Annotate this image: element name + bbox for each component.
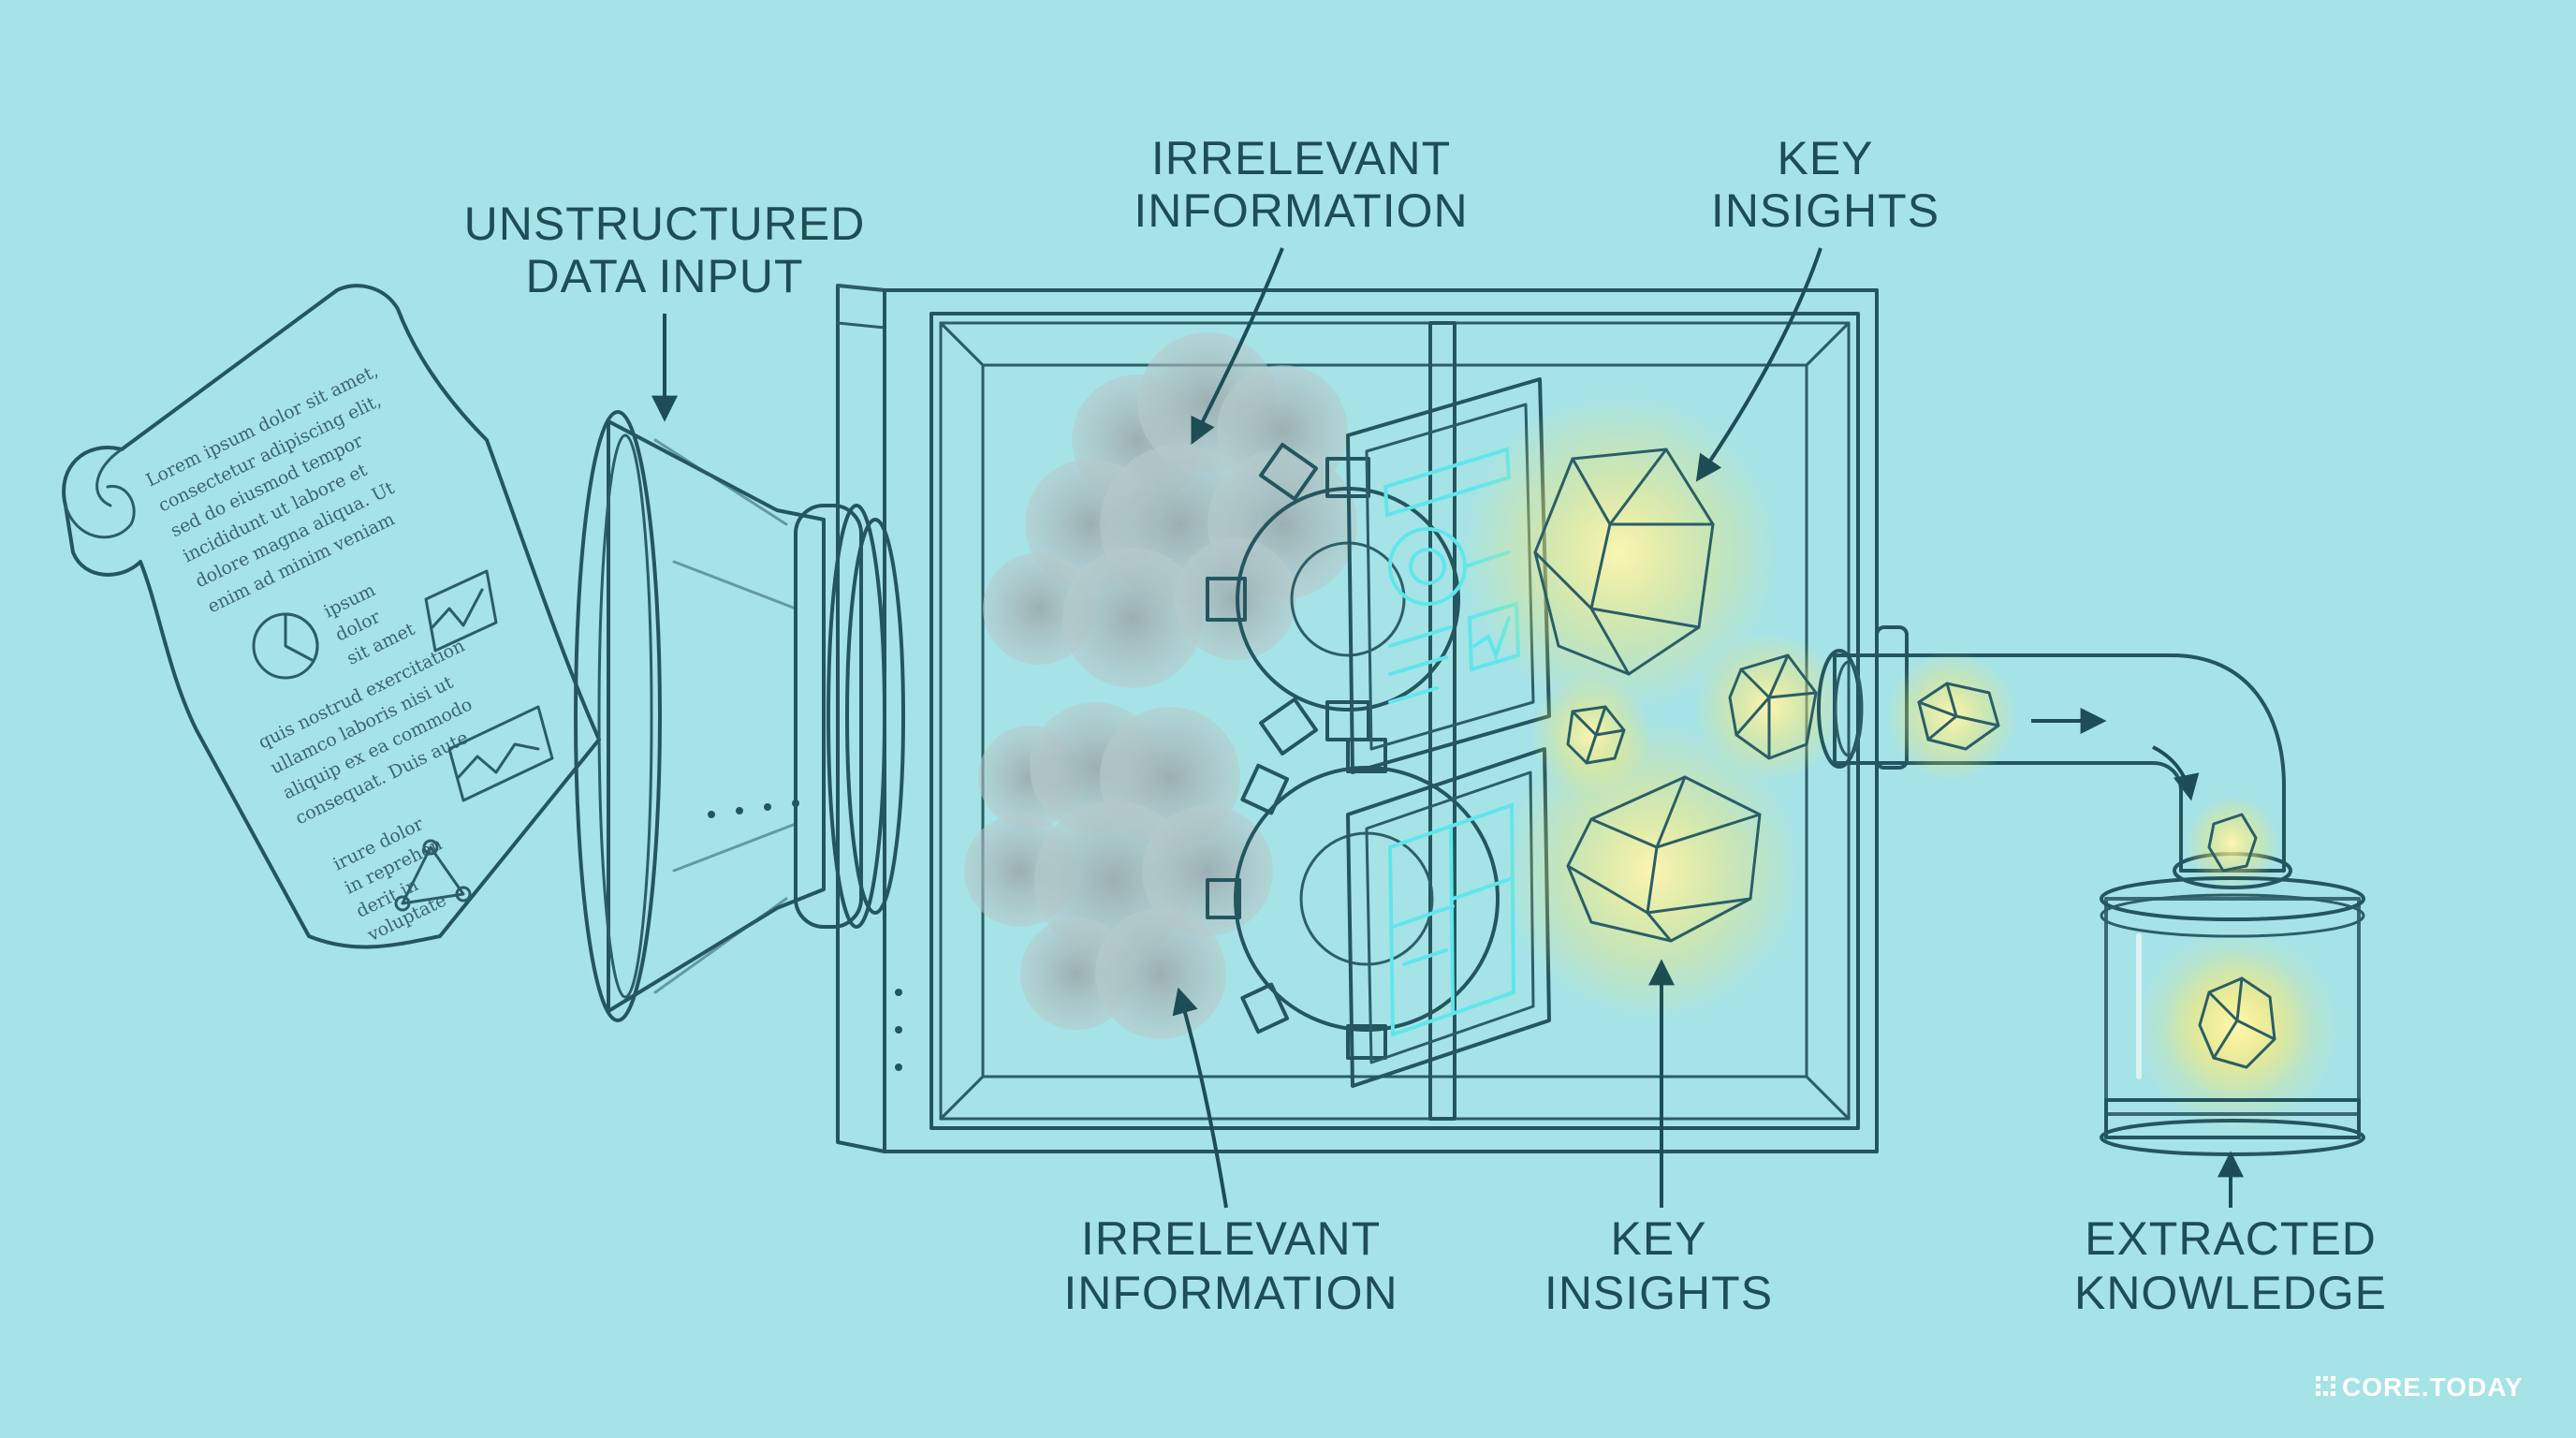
label-line: UNSTRUCTURED [464,198,866,250]
label-extracted-knowledge: EXTRACTED KNOWLEDGE [2074,1151,2387,1319]
label-irrelevant-information-bottom: IRRELEVANT INFORMATION [1063,987,1398,1319]
watermark-text: CORE.TODAY [2342,1372,2524,1401]
label-line: IRRELEVANT [1151,132,1451,184]
label-irrelevant-information-top: IRRELEVANT INFORMATION [1134,132,1468,446]
network-sketch-icon [394,839,472,912]
label-key-insights-top: KEY INSIGHTS [1695,132,1939,482]
label-unstructured-data-input: UNSTRUCTURED DATA INPUT [464,198,866,422]
label-line: EXTRACTED [2085,1212,2377,1265]
irrelevant-cloud-top [983,332,1357,688]
label-line: INSIGHTS [1544,1267,1773,1319]
label-line: INFORMATION [1134,184,1468,237]
label-line: IRRELEVANT [1081,1212,1381,1265]
gem-icon [1502,721,1802,1020]
label-line: INFORMATION [1063,1267,1398,1319]
line-chart-icon [424,569,554,802]
scroll-document-icon: Lorem ipsum dolor sit amet, consectetur … [62,284,601,949]
label-line: INSIGHTS [1711,184,1939,237]
label-arrow [1172,987,1228,1209]
jar-icon [2100,876,2365,1156]
label-arrow [1191,247,1284,446]
label-line: KNOWLEDGE [2074,1267,2387,1319]
gem-icon [1694,632,1844,782]
gem-icon [1530,674,1652,796]
gem-icon [2162,950,2312,1100]
dots-logo-icon [2316,1376,2335,1396]
gem-icon [1886,651,2017,782]
watermark: CORE.TODAY [2316,1372,2524,1401]
label-line: KEY [1777,132,1873,184]
pie-chart-icon [252,612,319,680]
funnel-icon [574,410,905,1022]
gem-icon [2186,796,2279,889]
flow-arrow [2031,708,2200,801]
irrelevant-cloud-bottom [964,702,1273,1039]
screen-icon [1346,747,1551,1088]
label-line: KEY [1610,1212,1706,1265]
label-line: DATA INPUT [525,250,803,302]
label-arrow [1695,247,1822,482]
label-key-insights-bottom: KEY INSIGHTS [1544,959,1773,1319]
